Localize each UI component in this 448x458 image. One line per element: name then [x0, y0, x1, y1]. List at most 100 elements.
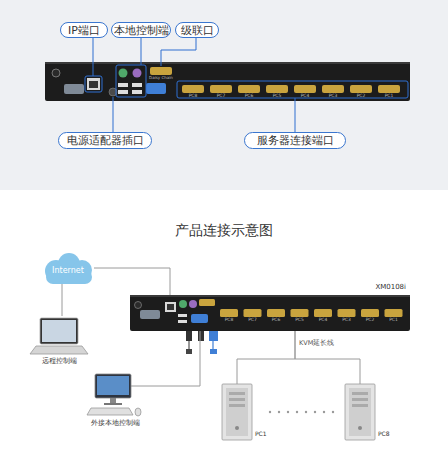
- cable-line: [94, 268, 170, 295]
- node-text-group: 服务器连接端口: [245, 133, 345, 148]
- kvm-switch-front-part: [220, 309, 238, 317]
- kvm-switch-front-part: [291, 309, 309, 317]
- node-label: Internet: [38, 266, 98, 275]
- port-label: PC1: [369, 94, 409, 99]
- port-label: PC2: [350, 318, 390, 323]
- server-node: PC1: [220, 384, 275, 442]
- server-icon-part: [352, 404, 368, 407]
- server-icon: [220, 384, 275, 442]
- cable-label: KVM延长线: [299, 339, 334, 348]
- port-label: PC8: [173, 94, 213, 99]
- rear-panel-part: [118, 83, 128, 87]
- rear-panel-part: [89, 81, 98, 88]
- cable-line: [131, 331, 200, 386]
- callout-pill: 级联口: [175, 22, 219, 38]
- node-label: 外接本地控制端: [75, 419, 155, 428]
- port-label: PC7: [201, 94, 241, 99]
- kvm-switch-front-part: [130, 295, 410, 297]
- pc-icon-part: [87, 408, 133, 415]
- callout-pill: 电源适配器插口: [58, 132, 152, 149]
- pc-icon-part: [110, 398, 116, 403]
- ellipsis-dots-part: [323, 411, 325, 413]
- port-label: PC4: [285, 94, 325, 99]
- node-text-group: IP端口: [61, 23, 107, 37]
- server-icon-part: [345, 384, 375, 440]
- kvm-switch-front-part: [135, 302, 142, 309]
- kvm-switch-front-part: [338, 309, 356, 317]
- leader-lines-part: [295, 98, 296, 132]
- server-icon-part: [229, 398, 245, 401]
- node-label: PC8: [378, 430, 390, 437]
- pc-icon-part: [104, 403, 122, 405]
- server-icon-part: [358, 426, 362, 430]
- leader-lines-part: [113, 97, 114, 132]
- laptop-icon-part: [42, 320, 76, 342]
- kvm-switch-front-part: [189, 300, 197, 308]
- node-label: 远程控制端: [18, 357, 100, 366]
- kvm-switch-front-part: [178, 320, 187, 323]
- node-text-group: Internet: [38, 266, 98, 275]
- kvm-switch-front: [130, 295, 410, 331]
- port-label: PC1: [374, 318, 414, 323]
- ellipsis-dots-part: [314, 411, 316, 413]
- ellipsis-dots-part: [287, 411, 289, 413]
- server-icon-part: [352, 398, 368, 401]
- laptop-node: 远程控制端: [28, 316, 90, 372]
- cable-plugs-part: [210, 349, 217, 354]
- pc-icon-part: [97, 376, 129, 395]
- port-label: PC4: [303, 318, 343, 323]
- cable-plugs-part: [186, 331, 192, 341]
- ellipsis-dots: [269, 411, 334, 413]
- server-icon-part: [226, 388, 248, 436]
- leader-lines-part: [177, 81, 408, 98]
- kvm-switch-front-part: [167, 304, 174, 310]
- cable-plugs: [186, 331, 218, 354]
- server-icon-part: [235, 426, 239, 430]
- server-icon-part: [229, 392, 245, 395]
- rear-panel-part: [266, 85, 288, 93]
- port-label: PC6: [229, 94, 269, 99]
- rear-panel-part: [150, 67, 172, 75]
- cable-line: [62, 284, 63, 316]
- node-text-group: 本地控制端: [112, 23, 170, 37]
- node-text-group: PC1: [255, 430, 267, 437]
- kvm-switch-front-part: [385, 309, 403, 317]
- node-label: IP端口: [68, 23, 100, 38]
- rear-panel-part: [294, 85, 316, 93]
- node-text-group: 电源适配器插口: [59, 133, 151, 148]
- rear-panel-part: [119, 69, 128, 78]
- kvm-switch-front-part: [361, 309, 379, 317]
- kvm-switch-front-part: [244, 309, 262, 317]
- port-label: PC2: [341, 94, 381, 99]
- pc-icon-part: [95, 374, 131, 398]
- server-node: PC8: [343, 384, 398, 442]
- cloud-node: Internet: [38, 252, 98, 286]
- port-label: PC6: [256, 318, 296, 323]
- node-text-group: 外接本地控制端: [75, 419, 155, 428]
- kvm-switch-front-part: [191, 314, 208, 323]
- ellipsis-dots-part: [296, 411, 298, 413]
- rear-panel-part: [210, 85, 232, 93]
- server-icon-part: [222, 384, 252, 440]
- cable-line: [295, 331, 360, 384]
- server-icon-part: [352, 392, 368, 395]
- rear-panel-part: [64, 84, 84, 94]
- server-icon-part: [229, 404, 245, 407]
- node-label: 本地控制端: [114, 23, 169, 38]
- ellipsis-dots-part: [332, 411, 334, 413]
- laptop-icon-part: [30, 346, 88, 354]
- port-label: PC5: [257, 94, 297, 99]
- port-label: PC8: [209, 318, 249, 323]
- leader-lines-part: [85, 76, 102, 92]
- node-text-group: 级联口: [176, 23, 218, 37]
- pc-node: 外接本地控制端: [85, 372, 145, 432]
- port-label: PC3: [327, 318, 367, 323]
- node-text-group: PC8: [378, 430, 390, 437]
- ellipsis-dots-part: [269, 411, 271, 413]
- cable-plugs-part: [186, 349, 192, 354]
- kvm-switch-front-part: [199, 299, 215, 306]
- port-label: PC7: [233, 318, 273, 323]
- rear-panel: [45, 62, 410, 101]
- rear-panel-part: [87, 78, 100, 90]
